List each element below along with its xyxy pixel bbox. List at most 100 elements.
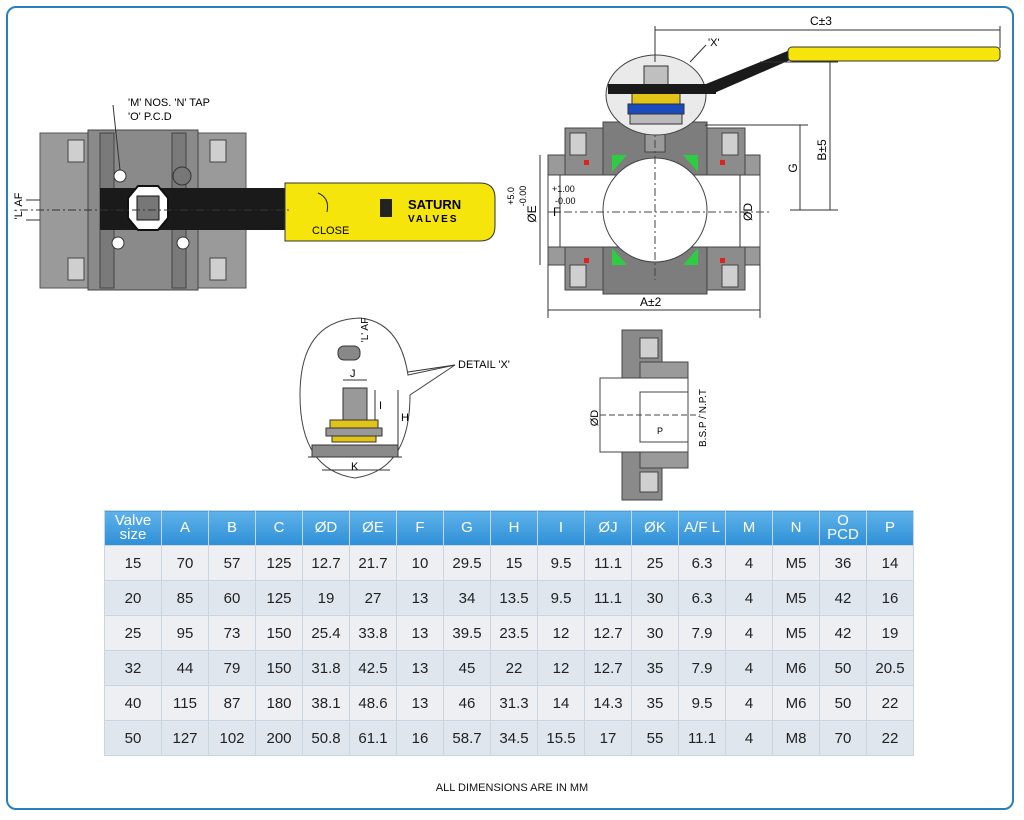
table-cell: 42.5 [349, 650, 397, 686]
e-tol-plus: +5.0 [506, 187, 516, 205]
table-cell: M5 [772, 615, 820, 651]
table-cell: 25 [104, 615, 162, 651]
header-j: ØJ [584, 510, 632, 546]
header-o-pcd: O PCD [819, 510, 867, 546]
table-cell: 30 [631, 580, 679, 616]
header-p: P [866, 510, 914, 546]
header-k: ØK [631, 510, 679, 546]
table-cell: 14 [866, 545, 914, 581]
table-cell: 150 [255, 615, 303, 651]
dimensions-table: Valve size A B C ØD ØE F G H I ØJ ØK A/F… [104, 510, 914, 756]
table-cell: 7.9 [678, 615, 726, 651]
table-cell: 13 [396, 650, 444, 686]
header-i: I [537, 510, 585, 546]
table-cell: 50 [104, 720, 162, 756]
table-cell: 12 [537, 650, 585, 686]
a-dimension: A±2 [640, 295, 662, 309]
table-cell: M6 [772, 685, 820, 721]
table-cell: 125 [255, 545, 303, 581]
table-cell: 14.3 [584, 685, 632, 721]
table-cell: 22 [866, 685, 914, 721]
table-cell: 11.1 [584, 545, 632, 581]
k-label: K [351, 461, 359, 473]
table-cell: 4 [725, 615, 773, 651]
c-dimension: C±3 [810, 14, 832, 28]
table-cell: 20.5 [866, 650, 914, 686]
tap-label: 'M' NOS. 'N' TAP [128, 97, 210, 109]
table-cell: 50 [819, 650, 867, 686]
table-cell: 16 [396, 720, 444, 756]
e-label: ØE [525, 205, 539, 222]
header-n: N [772, 510, 820, 546]
table-cell: 55 [631, 720, 679, 756]
table-cell: 44 [161, 650, 209, 686]
table-cell: 35 [631, 685, 679, 721]
table-cell: 85 [161, 580, 209, 616]
table-cell: 25 [631, 545, 679, 581]
table-cell: 38.1 [302, 685, 350, 721]
table-cell: 9.5 [678, 685, 726, 721]
table-cell: 31.8 [302, 650, 350, 686]
table-cell: 12.7 [584, 615, 632, 651]
table-cell: 11.1 [678, 720, 726, 756]
section-view [539, 26, 1001, 318]
table-cell: 30 [631, 615, 679, 651]
table-cell: 42 [819, 615, 867, 651]
table-cell: 14 [537, 685, 585, 721]
d-label-detail: ØD [589, 410, 601, 427]
table-cell: 4 [725, 545, 773, 581]
table-cell: 12.7 [584, 650, 632, 686]
table-cell: 12.7 [302, 545, 350, 581]
table-cell: 10 [396, 545, 444, 581]
table-cell: 4 [725, 685, 773, 721]
header-h: H [490, 510, 538, 546]
close-label: CLOSE [312, 225, 349, 237]
table-cell: 200 [255, 720, 303, 756]
f-tol-minus: -0.00 [555, 196, 576, 206]
table-cell: 4 [725, 720, 773, 756]
table-cell: 32 [104, 650, 162, 686]
header-e: ØE [349, 510, 397, 546]
table-cell: 58.7 [443, 720, 491, 756]
e-tol-minus: -0.00 [518, 186, 528, 207]
f-tol-plus: +1.00 [552, 184, 575, 194]
table-cell: 19 [302, 580, 350, 616]
table-cell: 87 [208, 685, 256, 721]
table-cell: 4 [725, 580, 773, 616]
table-cell: M5 [772, 545, 820, 581]
table-cell: 57 [208, 545, 256, 581]
table-cell: 6.3 [678, 580, 726, 616]
table-cell: 15 [490, 545, 538, 581]
table-cell: 42 [819, 580, 867, 616]
table-cell: 60 [208, 580, 256, 616]
header-d: ØD [302, 510, 350, 546]
header-a: A [161, 510, 209, 546]
d-label: ØD [741, 203, 755, 221]
table-cell: 125 [255, 580, 303, 616]
table-cell: 45 [443, 650, 491, 686]
p-label: P [657, 426, 663, 436]
header-m: M [725, 510, 773, 546]
table-header-row: Valve size A B C ØD ØE F G H I ØJ ØK A/F… [104, 510, 914, 546]
f-label: F [553, 205, 560, 219]
af-label: 'L' AF [13, 192, 25, 219]
table-cell: 102 [208, 720, 256, 756]
table-cell: 48.6 [349, 685, 397, 721]
table-cell: 13 [396, 685, 444, 721]
detail-x-label: DETAIL 'X' [458, 359, 510, 371]
table-cell: 15 [104, 545, 162, 581]
brand-saturn: SATURN [408, 197, 461, 212]
table-cell: 22 [866, 720, 914, 756]
table-cell: 61.1 [349, 720, 397, 756]
header-f: F [396, 510, 444, 546]
header-c: C [255, 510, 303, 546]
table-cell: 70 [819, 720, 867, 756]
table-cell: 73 [208, 615, 256, 651]
table-cell: 95 [161, 615, 209, 651]
units-note: ALL DIMENSIONS ARE IN MM [435, 782, 589, 794]
